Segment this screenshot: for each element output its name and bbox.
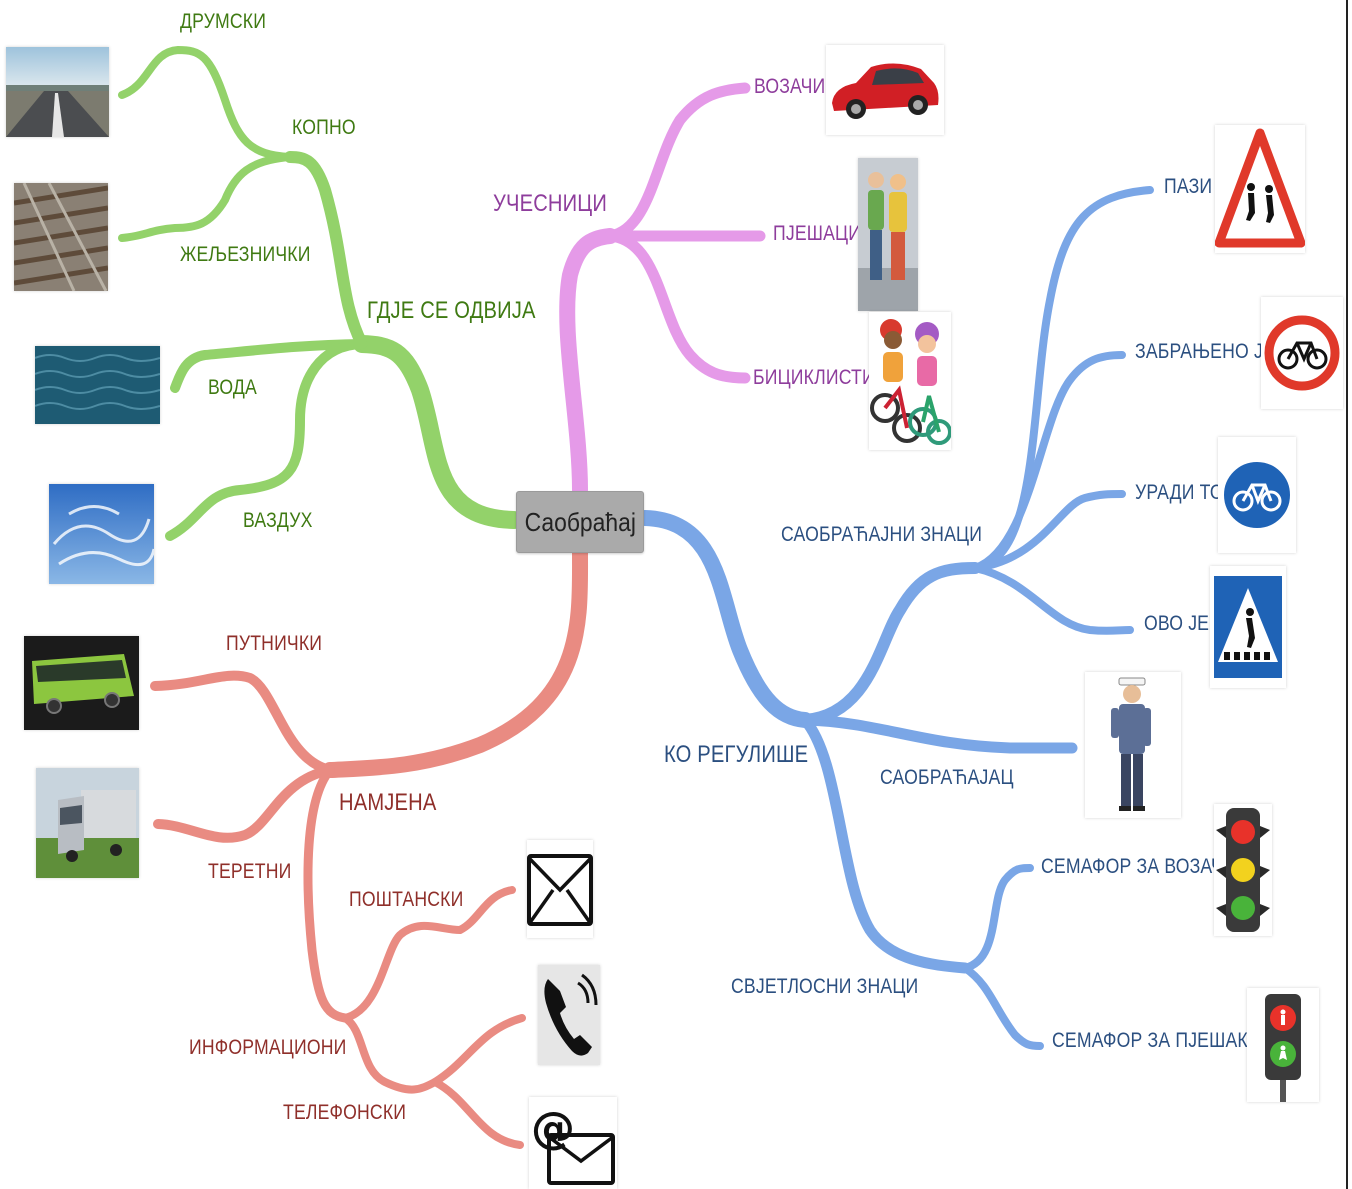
label-where[interactable]: ГДЈЕ СЕ ОДВИЈА <box>367 297 536 324</box>
label-biciklisti[interactable]: БИЦИКЛИСТИ <box>753 366 875 389</box>
label-regulates[interactable]: КО РЕГУЛИШЕ <box>664 741 809 768</box>
page-edge <box>1346 0 1348 1189</box>
cyclists-image <box>869 312 951 450</box>
label-vazduh[interactable]: ВАЗДУХ <box>243 509 313 532</box>
railway-image <box>14 183 108 291</box>
label-voda[interactable]: ВОДА <box>208 376 257 399</box>
label-saobracajac[interactable]: САОБРАЋАЈАЦ <box>880 766 1014 789</box>
branch-regulates <box>637 186 1154 1050</box>
bus-image <box>24 636 139 730</box>
branch-participants <box>559 82 766 498</box>
mandatory-bicycle-sign-icon <box>1218 437 1296 553</box>
label-pazi[interactable]: ПАЗИ <box>1164 175 1213 198</box>
sky-image <box>49 484 154 584</box>
envelope-icon <box>527 840 593 938</box>
label-putnicki[interactable]: ПУТНИЧКИ <box>226 632 323 655</box>
label-purpose[interactable]: НАМЈЕНА <box>339 789 437 816</box>
label-zeljeznicki[interactable]: ЖЕЉЕЗНИЧКИ <box>180 243 311 266</box>
svg-text:@: @ <box>531 1103 575 1154</box>
water-image <box>35 346 160 424</box>
label-signs[interactable]: САОБРАЋАЈНИ ЗНАЦИ <box>781 523 983 546</box>
label-semafor-pjesake[interactable]: СЕМАФОР ЗА ПЈЕШАКЕ <box>1052 1029 1260 1052</box>
label-postanski[interactable]: ПОШТАНСКИ <box>349 888 464 911</box>
road-image <box>6 47 109 137</box>
label-informacioni[interactable]: ИНФОРМАЦИОНИ <box>189 1036 347 1059</box>
label-lights[interactable]: СВЈЕТЛОСНИ ЗНАЦИ <box>731 975 919 998</box>
label-participants[interactable]: УЧЕСНИЦИ <box>493 190 608 217</box>
label-uradi[interactable]: УРАДИ ТО <box>1135 481 1224 504</box>
label-semafor-vozace[interactable]: СЕМАФОР ЗА ВОЗАЧЕ <box>1041 855 1235 878</box>
label-teretni[interactable]: ТЕРЕТНИ <box>208 860 292 883</box>
branch-where <box>118 45 523 541</box>
truck-image <box>36 768 139 878</box>
pedestrians-image <box>858 158 918 311</box>
label-ovo[interactable]: ОВО ЈЕ <box>1144 612 1210 635</box>
email-icon: @ <box>529 1097 617 1189</box>
prohibition-sign-icon <box>1261 297 1343 409</box>
central-topic-label: Саобраћај <box>524 506 636 537</box>
warning-sign-icon <box>1215 125 1305 253</box>
label-drumski[interactable]: ДРУМСКИ <box>180 10 267 33</box>
label-vozaci[interactable]: ВОЗАЧИ <box>754 75 826 98</box>
car-image <box>826 45 944 135</box>
label-pjesaci[interactable]: ПЈЕШАЦИ <box>773 222 862 245</box>
crosswalk-sign-icon <box>1210 566 1286 688</box>
central-topic[interactable]: Саобраћај <box>516 491 644 553</box>
label-telefonski[interactable]: ТЕЛЕФОНСКИ <box>283 1101 407 1124</box>
label-kopno[interactable]: КОПНО <box>292 116 356 139</box>
branch-purpose <box>150 545 589 1149</box>
traffic-light-icon <box>1214 804 1272 936</box>
pedestrian-traffic-light-icon <box>1247 988 1319 1102</box>
phone-icon <box>538 965 600 1065</box>
label-zabranjeno[interactable]: ЗАБРАЊЕНО ЈЕ <box>1135 340 1275 363</box>
traffic-policeman-image <box>1085 672 1181 818</box>
